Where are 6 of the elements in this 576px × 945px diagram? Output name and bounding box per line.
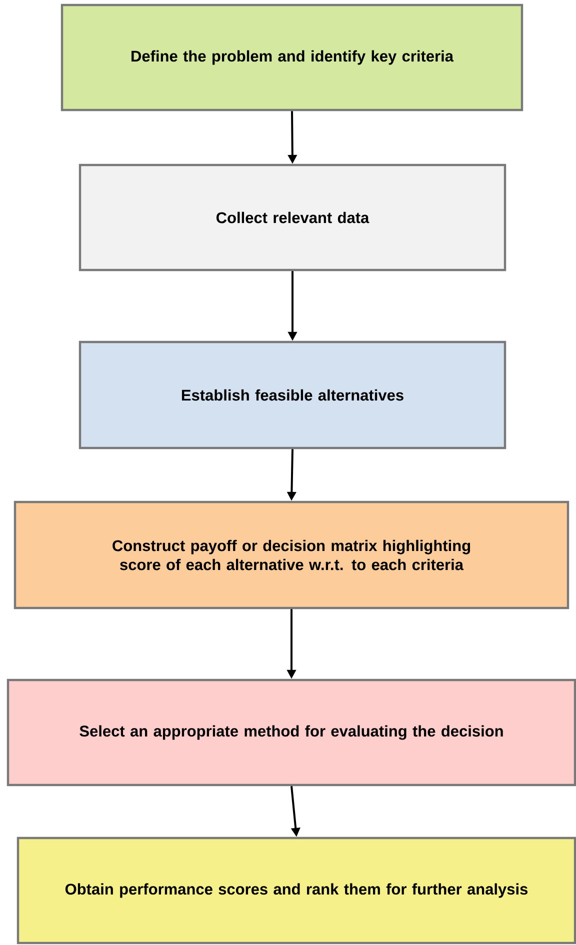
process-box: Collect relevant data: [78, 164, 506, 272]
process-box: Construct payoff or decision matrix highlighting score of each alternative w.r.t. to each criteria: [14, 500, 570, 610]
process-box: Obtain performance scores and rank them for further analysis: [16, 836, 576, 944]
process-box: Establish feasible alternatives: [78, 340, 506, 450]
process-box: Define the problem and identify key criteria: [60, 4, 524, 112]
process-box: Select an appropriate method for evaluating the decision: [6, 678, 576, 786]
